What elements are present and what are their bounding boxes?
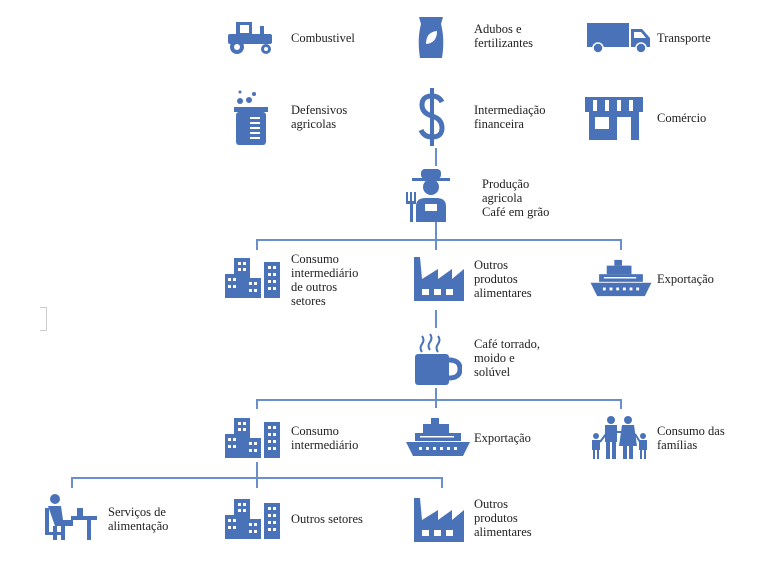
bracket-mark <box>40 307 47 331</box>
level1-label-intermediate: Consumo intermediário de outros setores <box>291 252 359 308</box>
buildings-icon <box>224 497 284 541</box>
connector <box>435 148 437 166</box>
ship-icon <box>588 258 654 298</box>
connector <box>256 462 258 488</box>
connector <box>256 399 622 401</box>
level3-label-food-services: Serviços de alimentação <box>108 505 169 533</box>
buildings-icon <box>224 416 284 460</box>
farmer-icon <box>404 166 458 222</box>
connector <box>256 239 258 250</box>
fertilizer-bag-icon <box>416 14 446 60</box>
connector <box>435 310 437 328</box>
connector <box>435 222 437 250</box>
level1-label-export: Exportação <box>657 272 714 286</box>
truck-icon <box>586 22 652 54</box>
connector <box>71 477 443 479</box>
connector <box>620 239 622 250</box>
beaker-icon <box>232 89 270 146</box>
level2-label-households: Consumo das famílias <box>657 424 725 452</box>
connector <box>441 477 443 488</box>
family-icon <box>588 416 652 460</box>
level1-label-food: Outros produtos alimentares <box>474 258 532 300</box>
coffee-mug-icon <box>412 332 462 386</box>
processed-label: Café torrado, moido e solúvel <box>474 337 540 379</box>
input-label-fuel: Combustivel <box>291 31 355 45</box>
buildings-icon <box>224 256 284 300</box>
connector <box>71 477 73 488</box>
connector <box>256 399 258 409</box>
input-label-finance: Intermediação financeira <box>474 103 546 131</box>
person-at-desk-icon <box>43 494 97 542</box>
input-label-pesticides: Defensivos agricolas <box>291 103 348 131</box>
level3-label-food: Outros produtos alimentares <box>474 497 532 539</box>
connector <box>620 399 622 409</box>
connector <box>256 239 622 241</box>
level2-label-intermediate: Consumo intermediário <box>291 424 359 452</box>
ship-icon <box>405 416 471 458</box>
production-label: Produção agricola Café em grão <box>482 177 550 219</box>
connector <box>435 388 437 408</box>
factory-icon <box>412 255 466 301</box>
input-label-commerce: Comércio <box>657 111 707 125</box>
shop-icon <box>583 95 645 141</box>
dollar-icon <box>417 88 447 146</box>
factory-icon <box>412 496 466 542</box>
input-label-fertilizers: Adubos e fertilizantes <box>474 22 533 50</box>
input-label-transport: Transporte <box>657 31 711 45</box>
level2-label-export: Exportação <box>474 431 531 445</box>
level3-label-other-sectors: Outros setores <box>291 512 363 526</box>
tractor-icon <box>226 20 276 56</box>
